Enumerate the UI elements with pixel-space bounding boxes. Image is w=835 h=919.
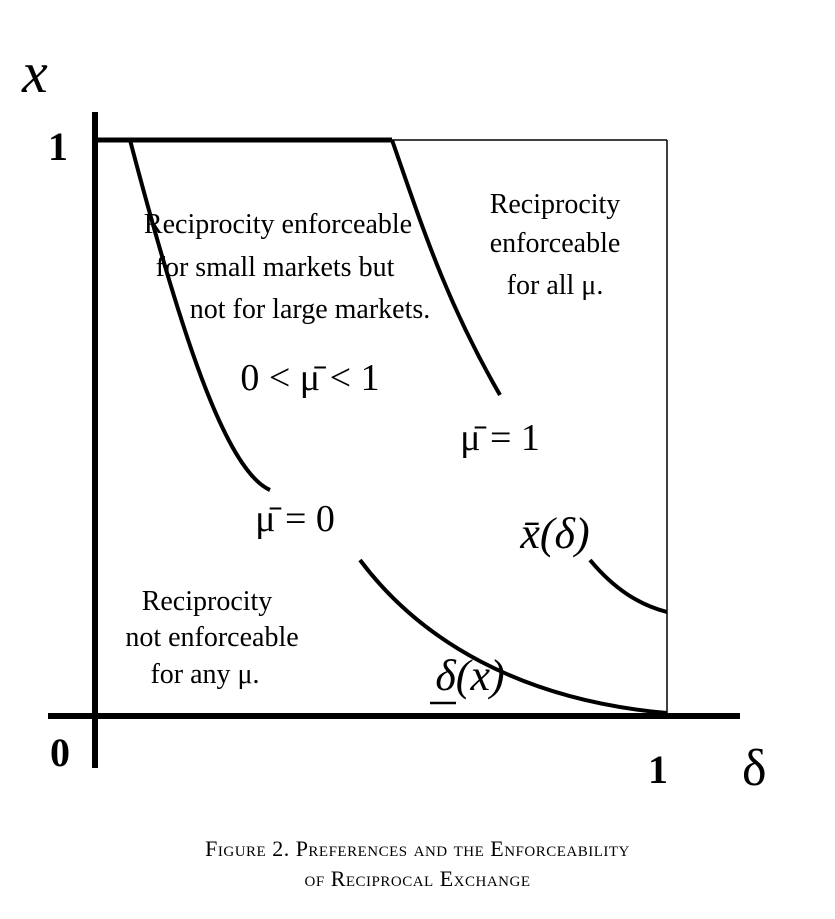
region-middle-range: 0 < μ̄ < 1 [240,357,379,399]
x-tick-1: 1 [648,747,668,792]
region-none-line1: Reciprocity [142,586,273,617]
region-all-line2: enforceable [490,228,621,259]
lower-curve [128,139,668,715]
x-axis-label: δ [742,740,767,797]
region-middle-line1: Reciprocity enforceable [144,209,412,240]
region-all-line3: for all μ. [507,270,604,301]
y-tick-1: 1 [48,124,68,169]
region-middle-line2: for small markets but [156,252,395,283]
y-axis-label: x [21,40,48,105]
region-middle-line3: not for large markets. [190,294,431,325]
upper-curve-function-label: x̄(δ) [519,509,589,558]
lower-curve-mu-label: μ̄ = 0 [255,498,335,540]
figure-caption-line2: of Reciprocal Exchange [304,866,531,891]
figure-caption-line1: Figure 2. Preferences and the Enforceabi… [205,836,630,861]
upper-curve-mu-label: μ̄ = 1 [460,417,540,459]
region-none-line2: not enforceable [125,622,298,653]
lower-curve-function-label: δ(x) [435,651,504,700]
origin-label: 0 [50,730,70,775]
upper-curve [390,139,668,614]
region-all-line1: Reciprocity [490,189,621,220]
region-none-line3: for any μ. [150,659,259,690]
